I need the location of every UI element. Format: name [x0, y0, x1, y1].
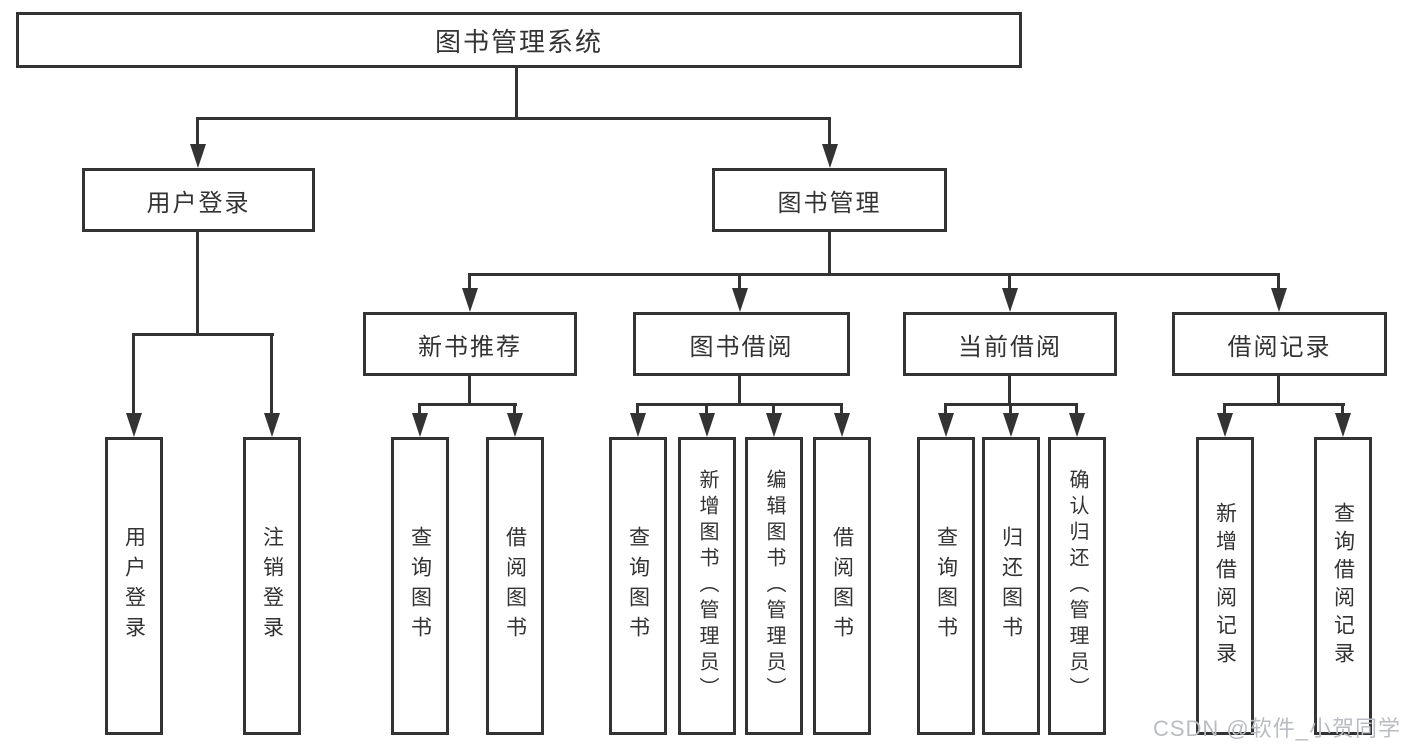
leaf-query-borrow-record-label: 查询借阅记录	[1331, 502, 1355, 670]
node-book-management-label: 图书管理	[777, 189, 882, 217]
arrowhead-down-icon	[1335, 413, 1351, 437]
leaf-query-book-3-label: 查询图书	[934, 526, 958, 646]
node-user-login: 用户登录	[82, 168, 315, 232]
leaf-query-book-2: 查询图书	[609, 437, 667, 735]
arrowhead-down-icon	[1069, 413, 1085, 437]
arrowhead-down-icon	[630, 413, 646, 437]
leaf-edit-book-admin-label: 编辑图书（管理员）	[763, 469, 785, 703]
node-user-login-label: 用户登录	[146, 189, 251, 217]
connector-line	[1341, 403, 1344, 417]
arrowhead-down-icon	[412, 413, 428, 437]
arrowhead-down-icon	[732, 288, 748, 312]
arrowhead-down-icon	[766, 413, 782, 437]
arrowhead-down-icon	[699, 413, 715, 437]
leaf-return-book: 归还图书	[982, 437, 1040, 735]
leaf-user-login: 用户登录	[105, 437, 163, 735]
connector-line	[196, 117, 831, 120]
node-new-book-recommend: 新书推荐	[363, 312, 577, 376]
leaf-user-login-label: 用户登录	[122, 526, 146, 646]
arrowhead-down-icon	[507, 413, 523, 437]
leaf-confirm-return-admin-label: 确认归还（管理员）	[1066, 469, 1088, 703]
connector-line	[772, 403, 775, 417]
csdn-watermark: CSDN @软件_小贺同学	[1152, 716, 1401, 741]
arrowhead-down-icon	[1003, 413, 1019, 437]
leaf-add-book-admin: 新增图书（管理员）	[678, 437, 736, 735]
node-book-borrow-label: 图书借阅	[689, 333, 794, 361]
connector-line	[418, 403, 421, 417]
leaf-borrow-book-1-label: 借阅图书	[503, 526, 527, 646]
connector-line	[636, 403, 639, 417]
node-root: 图书管理系统	[16, 12, 1022, 68]
leaf-query-borrow-record: 查询借阅记录	[1314, 437, 1372, 735]
arrowhead-down-icon	[1271, 288, 1287, 312]
arrowhead-down-icon	[938, 413, 954, 437]
arrowhead-down-icon	[1217, 413, 1233, 437]
leaf-add-borrow-record: 新增借阅记录	[1196, 437, 1254, 735]
node-book-borrow: 图书借阅	[633, 312, 850, 376]
leaf-confirm-return-admin: 确认归还（管理员）	[1048, 437, 1106, 735]
connector-line	[636, 403, 842, 406]
connector-line	[828, 117, 831, 149]
connector-line	[196, 117, 199, 149]
connector-line	[132, 333, 135, 417]
connector-line	[705, 403, 708, 417]
leaf-add-borrow-record-label: 新增借阅记录	[1213, 502, 1237, 670]
arrowhead-down-icon	[834, 413, 850, 437]
node-new-book-recommend-label: 新书推荐	[418, 333, 522, 361]
leaf-edit-book-admin: 编辑图书（管理员）	[745, 437, 803, 735]
connector-line	[132, 333, 274, 336]
node-borrow-record-label: 借阅记录	[1227, 333, 1332, 361]
node-root-label: 图书管理系统	[434, 26, 603, 57]
connector-line	[1277, 376, 1280, 406]
connector-line	[840, 403, 843, 417]
arrowhead-down-icon	[264, 413, 280, 437]
connector-line	[1223, 403, 1226, 417]
arrowhead-down-icon	[462, 288, 478, 312]
connector-line	[468, 376, 471, 406]
leaf-query-book-1: 查询图书	[391, 437, 449, 735]
leaf-query-book-2-label: 查询图书	[626, 526, 650, 646]
connector-line	[1008, 273, 1011, 291]
leaf-add-book-admin-label: 新增图书（管理员）	[696, 469, 718, 703]
connector-line	[1277, 273, 1280, 291]
arrowhead-down-icon	[126, 413, 142, 437]
leaf-logout: 注销登录	[243, 437, 301, 735]
leaf-borrow-book-2: 借阅图书	[813, 437, 871, 735]
connector-line	[944, 403, 947, 417]
connector-line	[738, 376, 741, 406]
arrowhead-down-icon	[1002, 288, 1018, 312]
connector-line	[513, 403, 516, 417]
node-borrow-record: 借阅记录	[1172, 312, 1387, 376]
connector-line	[196, 232, 199, 336]
leaf-borrow-book-1: 借阅图书	[486, 437, 544, 735]
connector-line	[1075, 403, 1078, 417]
node-current-borrow-label: 当前借阅	[958, 333, 1062, 361]
connector-line	[515, 68, 518, 118]
connector-line	[1009, 403, 1012, 417]
arrowhead-down-icon	[822, 144, 838, 168]
connector-line	[418, 403, 517, 406]
connector-line	[270, 333, 273, 417]
arrowhead-down-icon	[190, 144, 206, 168]
node-book-management: 图书管理	[712, 168, 947, 232]
connector-line	[1008, 376, 1011, 406]
leaf-return-book-label: 归还图书	[999, 526, 1023, 646]
connector-line	[738, 273, 741, 291]
leaf-logout-label: 注销登录	[260, 526, 284, 646]
connector-line	[468, 273, 1280, 276]
node-current-borrow: 当前借阅	[903, 312, 1117, 376]
leaf-query-book-3: 查询图书	[917, 437, 975, 735]
connector-line	[1223, 403, 1345, 406]
connector-line	[468, 273, 471, 291]
leaf-query-book-1-label: 查询图书	[408, 526, 432, 646]
leaf-borrow-book-2-label: 借阅图书	[830, 526, 854, 646]
connector-line	[828, 232, 831, 276]
